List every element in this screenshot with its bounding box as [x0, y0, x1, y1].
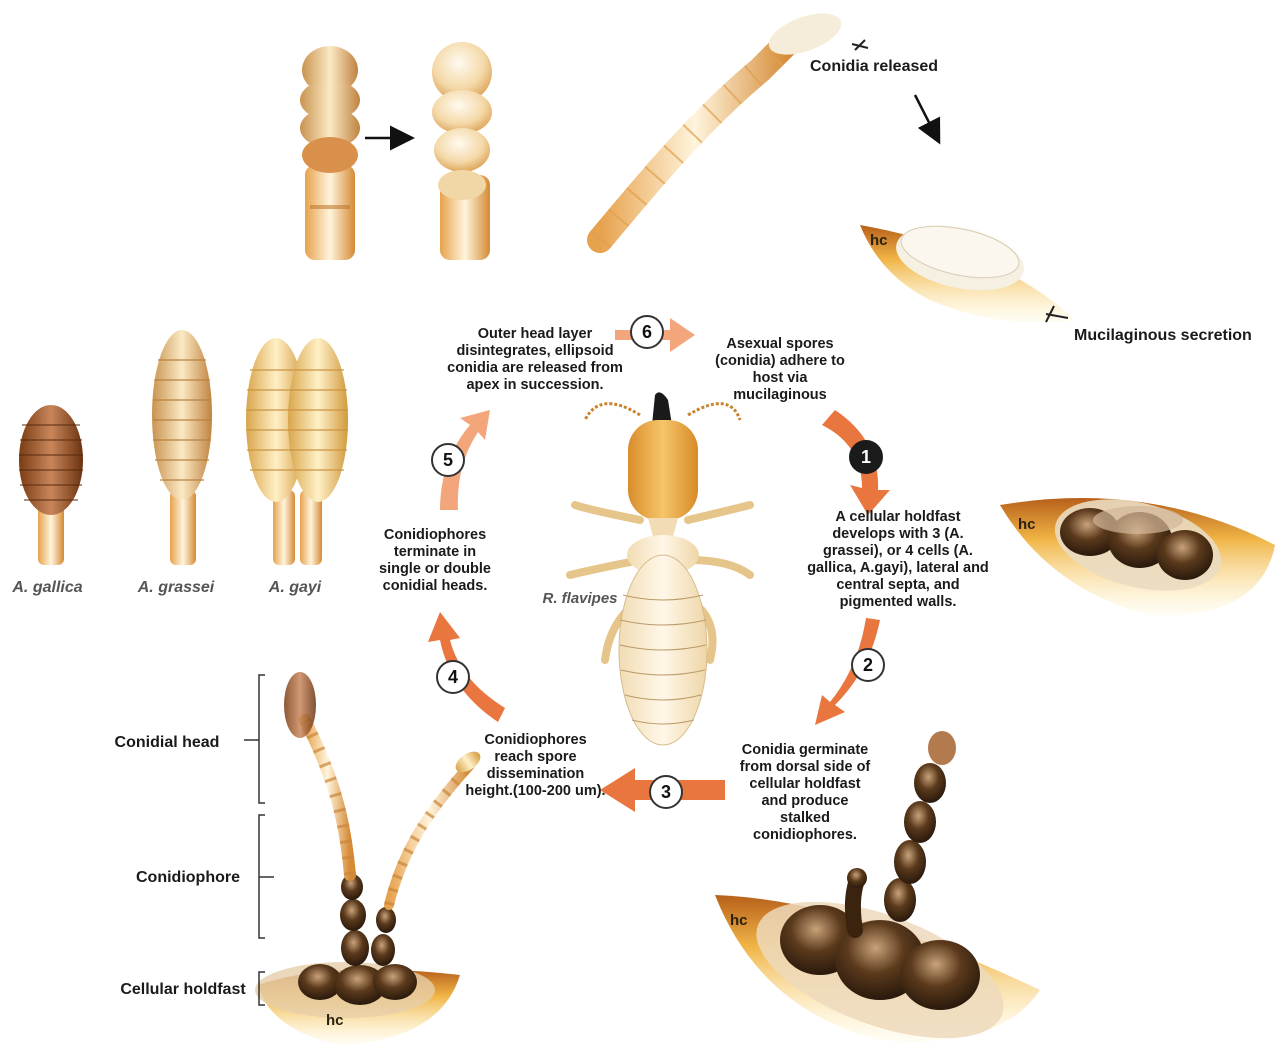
- step-4-text: Conidiophores terminate in single or dou…: [370, 527, 500, 595]
- step-1-text: A cellular holdfast develops with 3 (A. …: [793, 509, 1003, 611]
- conidia-released-label: Conidia released: [810, 57, 938, 76]
- step-4-badge: 4: [436, 660, 470, 694]
- conidial-head-label: Conidial head: [102, 733, 232, 752]
- step-2-text: Conidia germinate from dorsal side of ce…: [730, 742, 880, 844]
- species-gayi-label: A. gayi: [250, 579, 340, 596]
- spore-adhesion-illustration: [860, 215, 1075, 322]
- head-disintegration-illustration: [300, 42, 492, 260]
- step-6-text: Asexual spores (conidia) adhere to host …: [700, 336, 860, 404]
- hc-label-thallus: hc: [326, 1012, 344, 1029]
- species-grassei-label: A. grassei: [126, 579, 226, 596]
- hc-label-top: hc: [870, 232, 888, 249]
- step-2-badge: 2: [851, 648, 885, 682]
- mucilaginous-secretion-label: Mucilaginous secretion: [1074, 326, 1252, 345]
- step-3-badge: 3: [649, 775, 683, 809]
- step-5-text: Outer head layer disintegrates, ellipsoi…: [430, 326, 640, 394]
- conidia-chain-illustration: [600, 5, 938, 240]
- termite-species-label: R. flavipes: [530, 590, 630, 607]
- step-5-badge: 5: [431, 443, 465, 477]
- hc-label-bottom: hc: [730, 912, 748, 929]
- hc-label-right: hc: [1018, 516, 1036, 533]
- species-heads-illustration: [19, 330, 348, 565]
- mature-thallus-illustration: [244, 672, 484, 1045]
- step-3-text: Conidiophores reach spore dissemination …: [463, 732, 608, 800]
- holdfast-illustration: [1000, 484, 1275, 616]
- species-gallica-label: A. gallica: [0, 579, 95, 596]
- cellular-holdfast-label: Cellular holdfast: [108, 980, 258, 999]
- release-arrow: [915, 95, 938, 140]
- termite-illustration: [570, 392, 750, 745]
- step-6-badge: 6: [630, 315, 664, 349]
- conidiophore-label: Conidiophore: [118, 868, 258, 887]
- step-1-badge: 1: [849, 440, 883, 474]
